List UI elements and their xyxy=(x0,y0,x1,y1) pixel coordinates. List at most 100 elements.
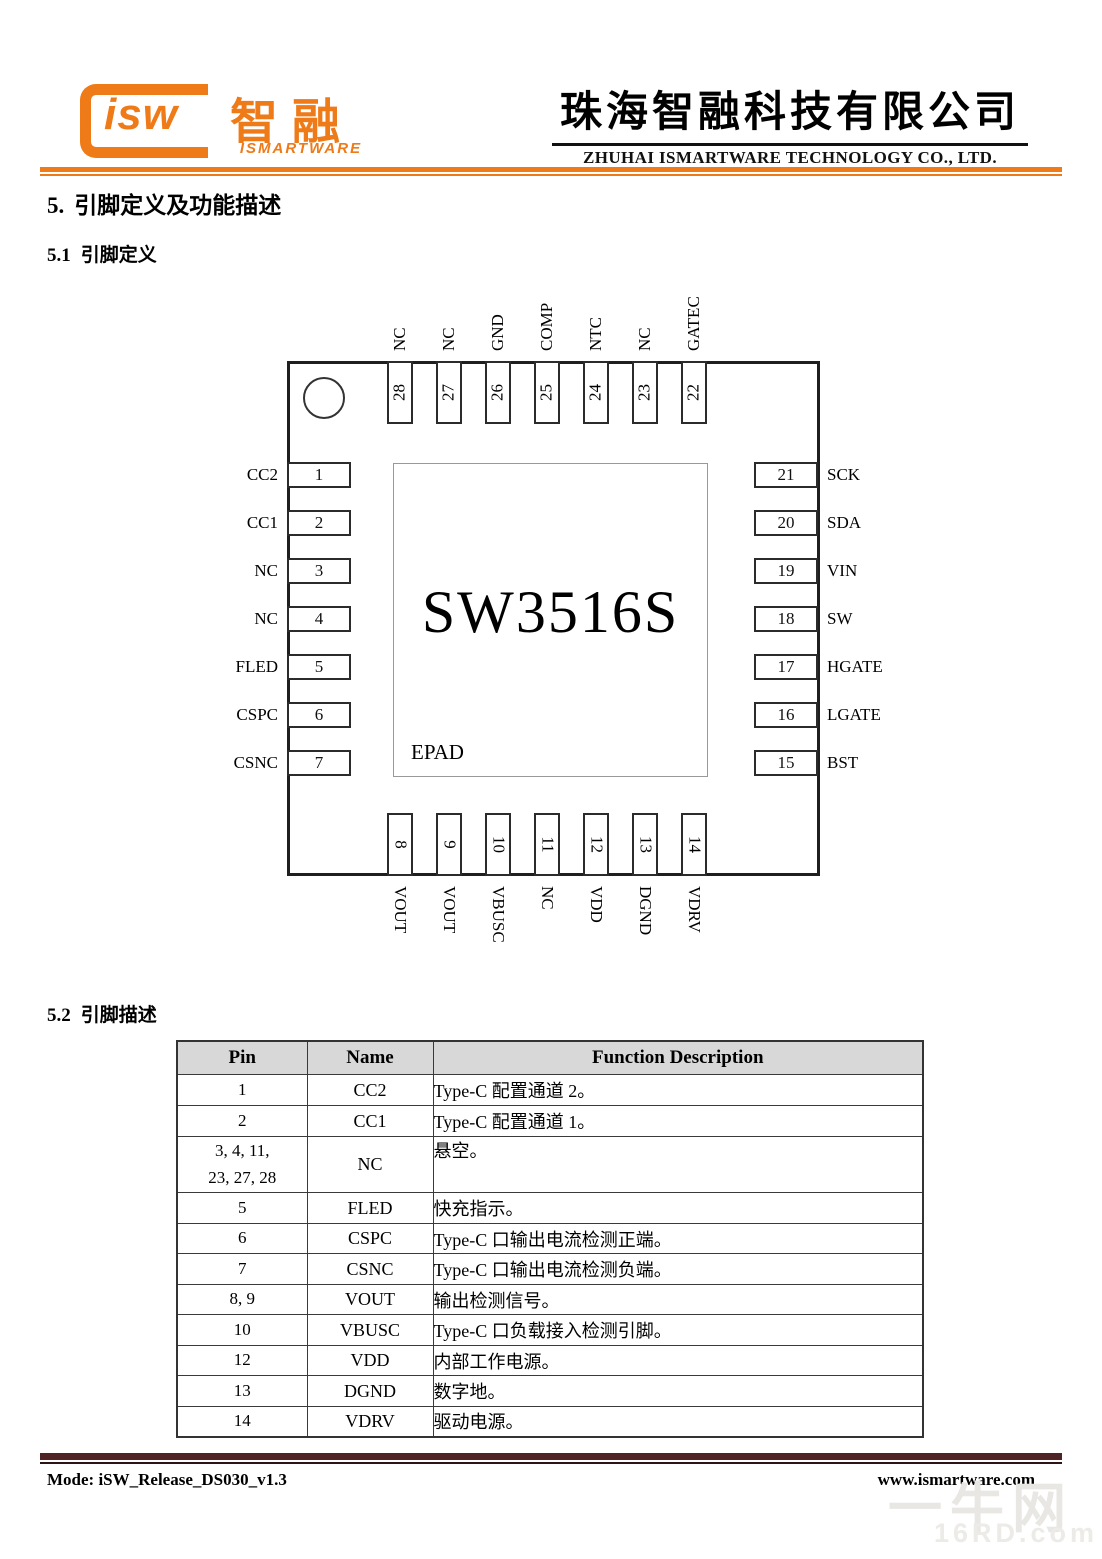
pin-name: NC xyxy=(439,327,458,351)
pin-cell: 7 xyxy=(176,1253,308,1285)
header-rule-thin xyxy=(40,174,1062,176)
pin-box: 2 xyxy=(287,510,351,536)
pin-name: LGATE xyxy=(827,705,881,724)
pin-name: NC xyxy=(635,327,654,351)
pin-number: 9 xyxy=(440,840,460,849)
pin-table-column-header: Pin xyxy=(176,1040,308,1075)
name-cell: NC xyxy=(306,1136,434,1193)
pin-name: NC xyxy=(254,609,278,628)
footer-doc-version: Mode: iSW_Release_DS030_v1.3 xyxy=(47,1470,287,1489)
section-5-number: 5. xyxy=(47,193,65,218)
pin-cell: 14 xyxy=(176,1406,308,1437)
pin-box xyxy=(583,361,609,424)
pin-box xyxy=(632,361,658,424)
pin-name: VIN xyxy=(827,561,858,580)
section-5-2-number: 5.2 xyxy=(47,1005,71,1026)
chip-part-number: SW3516S xyxy=(421,579,680,645)
pin1-indicator-circle xyxy=(303,377,345,419)
pin-name: COMP xyxy=(537,302,556,351)
company-name-en: ZHUHAI ISMARTWARE TECHNOLOGY CO., LTD. xyxy=(582,148,998,167)
description-cell: Type-C 口负载接入检测引脚。 xyxy=(432,1314,924,1346)
epad-box xyxy=(393,463,708,777)
section-5-heading: 5.引脚定义及功能描述 xyxy=(47,186,281,220)
pin-table-column-header: Function Description xyxy=(432,1040,924,1075)
pin-table-column-header: Name xyxy=(306,1040,434,1075)
pin-name: CSNC xyxy=(233,753,278,772)
pin-number: 14 xyxy=(685,836,705,853)
pin-name: VOUT xyxy=(440,886,459,934)
pin-name: GATEC xyxy=(684,296,703,351)
header-rule-thick xyxy=(40,167,1062,172)
pin-number: 11 xyxy=(538,836,558,853)
pin-number: 13 xyxy=(636,836,656,853)
pin-name: VBUSC xyxy=(489,886,508,943)
epad-label: EPAD xyxy=(411,740,464,764)
pin-name: CSPC xyxy=(236,705,278,724)
pin-cell: 3, 4, 11, 23, 27, 28 xyxy=(176,1136,308,1193)
description-cell: 输出检测信号。 xyxy=(432,1284,924,1315)
pin-name: NC xyxy=(390,327,409,351)
watermark-cn: 一牛网 xyxy=(888,1479,1074,1539)
pin-name: VOUT xyxy=(391,886,410,934)
pin-box xyxy=(436,813,462,876)
pin-box: 17 xyxy=(754,654,818,680)
logo-bracket-icon xyxy=(80,84,208,158)
pin-box xyxy=(632,813,658,876)
pin-number: 23 xyxy=(634,384,654,401)
pin-cell: 13 xyxy=(176,1375,308,1407)
pin-box: 18 xyxy=(754,606,818,632)
description-cell: Type-C 配置通道 2。 xyxy=(432,1074,924,1106)
pin-name: GND xyxy=(488,314,507,351)
pin-name: NC xyxy=(254,561,278,580)
name-cell: VDRV xyxy=(306,1406,434,1437)
section-5-1-number: 5.1 xyxy=(47,245,71,266)
pin-name: CC2 xyxy=(246,465,278,484)
logo-en-text: ISMARTWARE xyxy=(239,140,363,157)
name-cell: VBUSC xyxy=(306,1314,434,1346)
description-cell: 驱动电源。 xyxy=(432,1406,924,1437)
pin-cell: 6 xyxy=(176,1223,308,1254)
pin-box: 15 xyxy=(754,750,818,776)
pin-box: 6 xyxy=(287,702,351,728)
pin-name: HGATE xyxy=(827,657,883,676)
company-logo: isw 智融 ISMARTWARE xyxy=(78,82,398,172)
pin-number: 26 xyxy=(487,384,507,401)
pin-name: SCK xyxy=(827,465,861,484)
logo-cn-text: 智融 xyxy=(230,96,355,149)
pin-number: 22 xyxy=(683,384,703,401)
pin-name: NTC xyxy=(586,317,605,351)
description-cell: 数字地。 xyxy=(432,1375,924,1407)
name-cell: VDD xyxy=(306,1345,434,1376)
name-cell: CC1 xyxy=(306,1105,434,1137)
pin-cell: 12 xyxy=(176,1345,308,1376)
pin-number: 27 xyxy=(438,384,458,401)
pin-number: 12 xyxy=(587,836,607,853)
footer-website: www.ismartware.com xyxy=(877,1470,1035,1489)
name-cell: CC2 xyxy=(306,1074,434,1106)
pin-name: FLED xyxy=(235,657,279,676)
pin-name: SDA xyxy=(827,513,862,532)
pin-cell: 10 xyxy=(176,1314,308,1346)
pin-number: 28 xyxy=(389,384,409,401)
name-cell: VOUT xyxy=(306,1284,434,1315)
pin-number: 10 xyxy=(489,836,509,853)
pin-number: 24 xyxy=(585,384,605,401)
company-title-block: 珠海智融科技有限公司 ZHUHAI ISMARTWARE TECHNOLOGY … xyxy=(525,78,1055,168)
name-cell: CSPC xyxy=(306,1223,434,1254)
description-cell: 快充指示。 xyxy=(432,1192,924,1224)
company-name-cn: 珠海智融科技有限公司 xyxy=(551,78,1028,146)
pin-name: CC1 xyxy=(246,513,278,532)
